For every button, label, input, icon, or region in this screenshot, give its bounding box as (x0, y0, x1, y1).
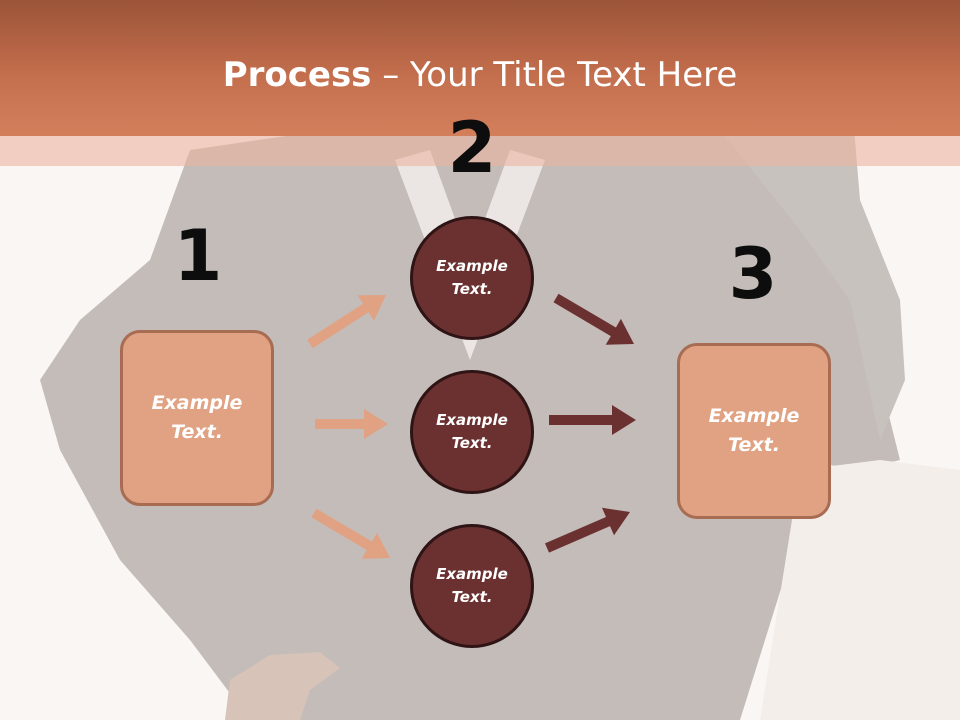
left-step-box-text: Example Text. (151, 392, 243, 443)
step-number-3: 3 (728, 233, 778, 315)
middle-circle-bottom-text: Example Text. (436, 565, 508, 606)
middle-circle-top: Example Text. (410, 216, 534, 340)
side-gap (760, 460, 960, 720)
shirt-collar (395, 150, 545, 360)
title-banner (0, 0, 960, 136)
step-number-2: 2 (447, 107, 497, 189)
left-step-box: Example Text. (120, 330, 274, 506)
middle-circle-center: Example Text. (410, 370, 534, 494)
middle-circle-top-text: Example Text. (436, 257, 508, 298)
middle-circle-bottom: Example Text. (410, 524, 534, 648)
title-banner-band (0, 136, 960, 166)
title-rest: – Your Title Text Here (371, 55, 738, 95)
title-bold: Process (222, 55, 372, 95)
slide-title: Process – Your Title Text Here (0, 52, 960, 98)
hand (225, 652, 340, 720)
right-step-box: Example Text. (677, 343, 831, 519)
right-step-box-text: Example Text. (708, 405, 800, 456)
middle-circle-center-text: Example Text. (436, 411, 508, 452)
step-number-1: 1 (173, 215, 223, 297)
